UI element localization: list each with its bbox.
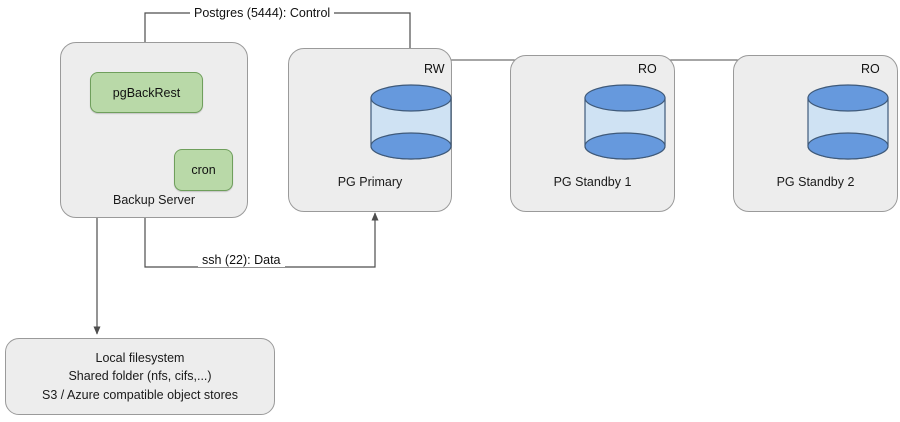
access-mode-standby-1: RO bbox=[638, 62, 657, 76]
process-pgbackrest[interactable]: pgBackRest bbox=[90, 72, 203, 113]
access-mode-standby-2: RO bbox=[861, 62, 880, 76]
backup-repository[interactable]: Local filesystem Shared folder (nfs, cif… bbox=[5, 338, 275, 415]
database-cylinder-primary bbox=[366, 84, 456, 160]
host-pg-standby-2-label: PG Standby 2 bbox=[776, 175, 855, 189]
connection-label-control: Postgres (5444): Control bbox=[190, 6, 335, 20]
repository-option-object-store: S3 / Azure compatible object stores bbox=[42, 387, 238, 402]
repository-option-shared: Shared folder (nfs, cifs,...) bbox=[68, 369, 212, 384]
host-backup-server[interactable]: Backup Server bbox=[60, 42, 248, 218]
connection-label-data: ssh (22): Data bbox=[198, 253, 285, 267]
database-cylinder-standby-2 bbox=[803, 84, 893, 160]
host-pg-primary-label: PG Primary bbox=[337, 175, 403, 189]
process-cron-label: cron bbox=[191, 163, 216, 177]
process-cron[interactable]: cron bbox=[174, 149, 233, 191]
process-pgbackrest-label: pgBackRest bbox=[112, 85, 181, 100]
access-mode-primary: RW bbox=[424, 62, 445, 76]
host-pg-standby-1-label: PG Standby 1 bbox=[553, 175, 632, 189]
repository-option-local: Local filesystem bbox=[95, 351, 185, 366]
host-backup-server-label: Backup Server bbox=[113, 193, 195, 207]
database-cylinder-standby-1 bbox=[580, 84, 670, 160]
